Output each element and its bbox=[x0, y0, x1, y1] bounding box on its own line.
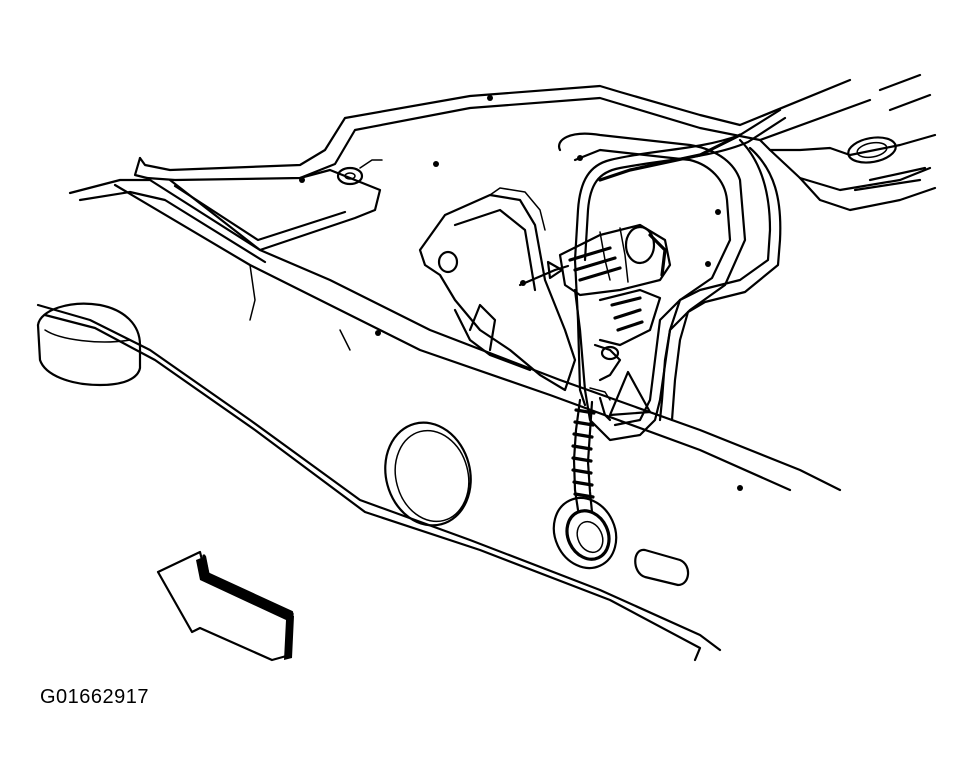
suspension-bracket bbox=[418, 187, 577, 392]
left-mount-plate bbox=[168, 95, 493, 252]
height-sensor bbox=[558, 223, 672, 347]
sensor-link-triangle bbox=[589, 343, 652, 417]
figure-code-label: G01662917 bbox=[40, 686, 150, 708]
frame-rail bbox=[36, 178, 842, 662]
front-direction-arrow-icon bbox=[156, 550, 294, 662]
frame-slot bbox=[634, 548, 690, 587]
harness-connector bbox=[518, 260, 570, 287]
upper-crossmember bbox=[133, 73, 937, 212]
sensor-mount-plate bbox=[557, 132, 747, 442]
harness-conduit bbox=[571, 396, 612, 514]
wiring-harness bbox=[573, 108, 787, 422]
frame-access-hole bbox=[384, 421, 472, 527]
harness-grommet bbox=[552, 496, 618, 570]
frame-bushing bbox=[36, 302, 142, 387]
